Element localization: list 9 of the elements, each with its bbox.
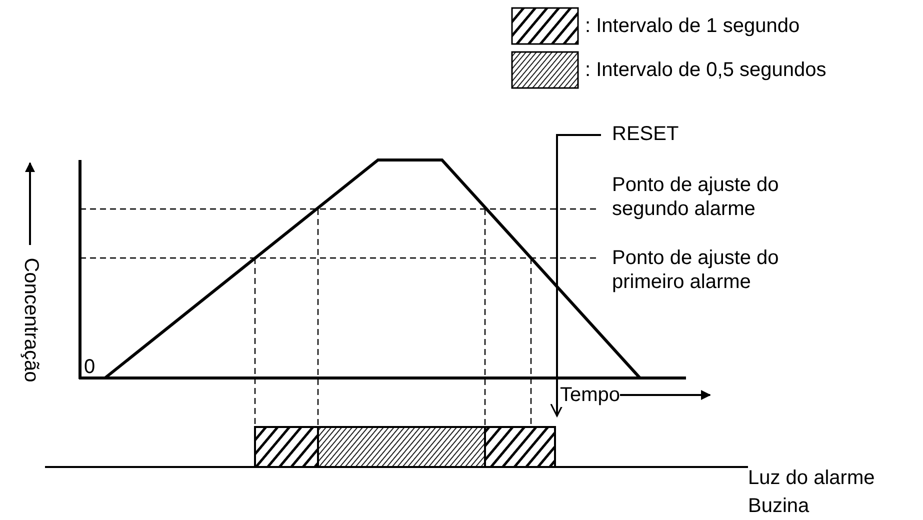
setpoint-label: Ponto de ajuste do segundo alarme (612, 173, 780, 221)
legend-label: : Intervalo de 1 segundo (585, 14, 800, 38)
reset-label: RESET (612, 122, 679, 146)
origin-label: 0 (84, 355, 96, 379)
axis-label: Concentração (20, 258, 42, 382)
legend-label: : Intervalo de 0,5 segundos (585, 58, 826, 82)
signal-label: Luz do alarme (748, 466, 875, 490)
setpoint-label: Ponto de ajuste do primeiro alarme (612, 246, 780, 294)
signal-label: Buzina (748, 494, 810, 518)
